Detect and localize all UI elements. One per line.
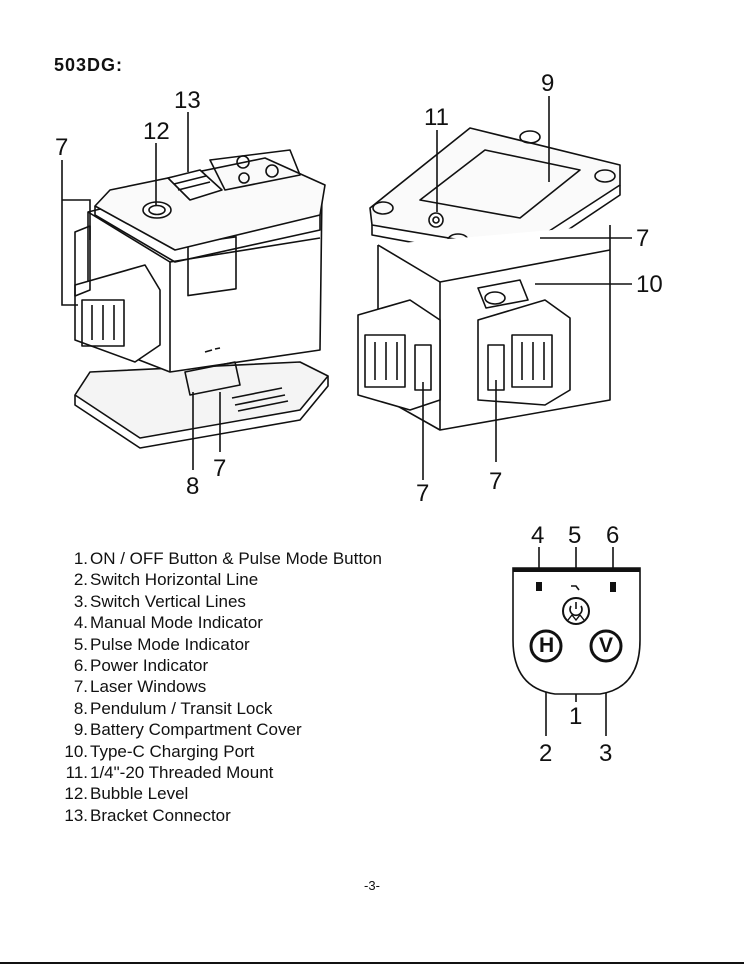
list-item: 4.Manual Mode Indicator xyxy=(56,612,382,633)
control-panel-drawing xyxy=(512,567,641,695)
callout-13: 13 xyxy=(174,87,201,114)
panel-label-4: 4 xyxy=(531,522,545,549)
callout-7-left-front: 7 xyxy=(213,455,227,482)
part-label: Power Indicator xyxy=(90,656,209,676)
callout-10: 10 xyxy=(636,271,663,298)
list-item: 11.1/4"-20 Threaded Mount xyxy=(56,762,382,783)
bottom-rule xyxy=(0,962,744,964)
list-item: 5.Pulse Mode Indicator xyxy=(56,634,382,655)
list-item: 3.Switch Vertical Lines xyxy=(56,591,382,612)
part-number: 11. xyxy=(65,763,88,783)
part-number: 4. xyxy=(73,613,88,633)
h-button-label: H xyxy=(539,634,555,657)
list-item: 7.Laser Windows xyxy=(56,676,382,697)
part-number: 1. xyxy=(73,549,88,568)
part-label: Laser Windows xyxy=(90,677,207,697)
part-label: Battery Compartment Cover xyxy=(90,720,302,740)
callout-11: 11 xyxy=(424,104,449,131)
callout-12: 12 xyxy=(143,118,170,145)
part-label: Switch Vertical Lines xyxy=(90,591,246,611)
panel-label-2: 2 xyxy=(539,740,553,767)
page-number: -3- xyxy=(364,878,380,893)
part-number: 3. xyxy=(73,591,88,611)
part-label: Bubble Level xyxy=(90,784,189,804)
list-item: 12.Bubble Level xyxy=(56,783,382,804)
panel-label-6: 6 xyxy=(606,522,620,549)
part-label: Bracket Connector xyxy=(90,805,231,825)
model-title: 503DG: xyxy=(54,55,124,75)
callout-7-right-left: 7 xyxy=(416,480,430,507)
part-label: Pulse Mode Indicator xyxy=(90,634,250,654)
right-device-drawing xyxy=(357,127,621,431)
list-item: 6.Power Indicator xyxy=(56,655,382,676)
part-number: 7. xyxy=(73,677,88,697)
left-device-drawing xyxy=(74,149,329,449)
callout-9: 9 xyxy=(541,70,555,97)
part-number: 8. xyxy=(73,698,88,718)
part-number: 9. xyxy=(73,720,88,740)
part-label: Type-C Charging Port xyxy=(90,741,255,761)
list-item: 1.ON / OFF Button & Pulse Mode Button xyxy=(56,548,382,569)
panel-label-5: 5 xyxy=(568,522,582,549)
part-number: 10. xyxy=(64,741,88,761)
callout-7-right-right: 7 xyxy=(489,468,503,495)
panel-label-3: 3 xyxy=(599,740,613,767)
panel-label-1: 1 xyxy=(569,703,583,730)
part-label: Switch Horizontal Line xyxy=(90,570,259,590)
part-label: Manual Mode Indicator xyxy=(90,613,263,633)
part-label: ON / OFF Button & Pulse Mode Button xyxy=(90,549,382,568)
parts-list: 1.ON / OFF Button & Pulse Mode Button 2.… xyxy=(56,548,382,826)
part-number: 2. xyxy=(73,570,88,590)
callout-7-right-top: 7 xyxy=(636,225,650,252)
list-item: 2.Switch Horizontal Line xyxy=(56,569,382,590)
part-label: Pendulum / Transit Lock xyxy=(90,698,273,718)
list-item: 8.Pendulum / Transit Lock xyxy=(56,698,382,719)
list-item: 10.Type-C Charging Port xyxy=(56,741,382,762)
v-button-label: V xyxy=(599,634,614,657)
callout-8: 8 xyxy=(186,473,200,500)
list-item: 13.Bracket Connector xyxy=(56,805,382,826)
list-item: 9.Battery Compartment Cover xyxy=(56,719,382,740)
part-number: 13. xyxy=(64,805,88,825)
part-label: 1/4"-20 Threaded Mount xyxy=(90,763,274,783)
part-number: 12. xyxy=(64,784,88,804)
part-number: 5. xyxy=(73,634,88,654)
part-number: 6. xyxy=(73,656,88,676)
callout-7-left-side: 7 xyxy=(55,134,69,161)
